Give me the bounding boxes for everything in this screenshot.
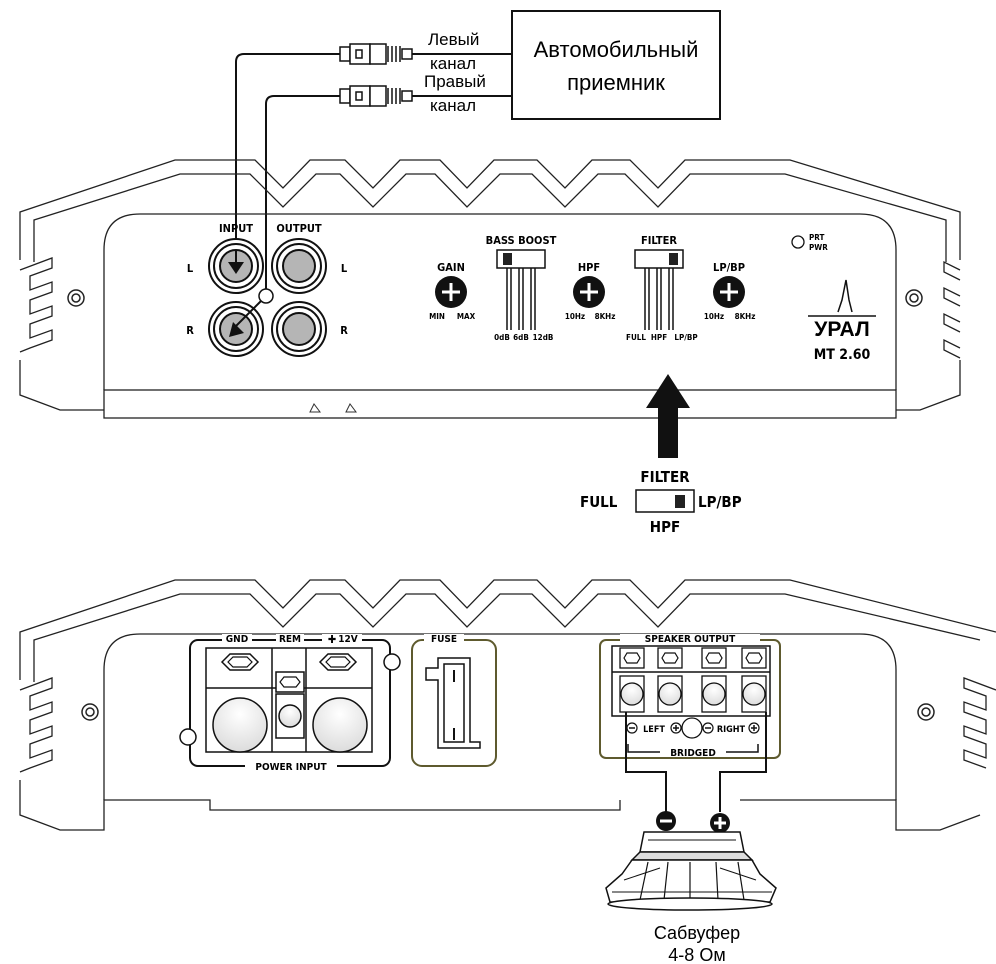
polarity-row [626,717,760,753]
screw-front-right [905,289,923,307]
receiver-label-line2: приемник [567,70,665,95]
lpbp-knob[interactable] [713,276,745,308]
screw-rear-right [917,703,935,721]
right-channel-label-1: Правый [424,72,486,91]
fuse-label: FUSE [431,634,457,645]
filter-detail-title: FILTER [640,468,690,486]
rca-cables [235,53,512,290]
right-channel-cable [265,95,512,290]
filter-hpf: HPF [651,333,667,342]
power-input-block [179,639,401,767]
left-channel-label-2: канал [430,54,476,73]
screw-rear-left [81,703,99,721]
input-label: INPUT [219,222,253,235]
hpf-label: HPF [578,261,600,274]
fuse-block [411,634,497,767]
bass-boost-label: BASS BOOST [486,234,557,247]
car-receiver: Автомобильный приемник [511,10,721,120]
filter-detail-full: FULL [580,493,618,511]
prt-label: PRT [809,233,824,242]
filter-detail-switch[interactable] [635,489,695,513]
speaker-terminals[interactable] [619,647,767,713]
filter-detail-hpf: HPF [650,518,680,536]
amplifier-front-body [19,159,961,419]
rem-label: REM [279,634,301,645]
pwr-label: PWR [809,243,828,252]
subwoofer-label: Сабвуфер [654,923,740,943]
right-channel-label-2: канал [430,96,476,115]
subwoofer [605,811,777,911]
speaker-output-label: SPEAKER OUTPUT [645,634,736,645]
rca-plug-left [339,43,413,65]
bass-boost-6db: 6dB [513,333,529,342]
status-led [791,235,805,249]
bottom-plate-marks [309,403,357,413]
left-channel-label-1: Левый [428,30,479,49]
filter-switch[interactable] [634,249,684,330]
speaker-wires [625,712,767,812]
rca-plug-right [339,85,413,107]
filter-detail-lpbp: LP/BP [698,493,742,511]
lpbp-max-label: 8KHz [735,312,756,321]
screw-front-left [67,289,85,307]
model-label: MT 2.60 [814,347,871,363]
gain-label: GAIN [437,261,465,274]
power-input-labels [222,634,362,771]
bridged-label: BRIDGED [670,748,716,759]
filter-callout-arrow [646,374,690,458]
bass-boost-switch[interactable] [496,249,546,330]
power-input-label: POWER INPUT [255,762,327,773]
cable-arrow-left [228,250,244,274]
gain-knob[interactable] [435,276,467,308]
hpf-min-label: 10Hz [565,312,585,321]
output-l-label: L [341,262,348,275]
hpf-max-label: 8KHz [595,312,616,321]
bass-boost-0db: 0dB [494,333,510,342]
hpf-knob[interactable] [573,276,605,308]
subwoofer-impedance: 4-8 Ом [668,945,725,964]
plus-icon: ✚ [328,633,336,646]
filter-label: FILTER [641,234,677,247]
plus12v-label: 12V [338,634,358,645]
cable-arrow-right [229,288,274,337]
receiver-label-line1: Автомобильный [534,37,699,62]
output-label: OUTPUT [276,222,321,235]
bass-boost-12db: 12dB [533,333,554,342]
input-l-label: L [187,262,194,275]
gain-min-label: MIN [429,312,445,321]
amplifier-rear-body [19,579,996,831]
speaker-right-label: RIGHT [717,725,746,735]
input-r-label: R [186,324,194,337]
speaker-left-label: LEFT [643,725,665,735]
rca-output-left-jack[interactable] [271,238,327,294]
rca-output-right-jack[interactable] [271,301,327,357]
output-r-label: R [340,324,348,337]
lpbp-min-label: 10Hz [704,312,724,321]
ural-logo [808,279,876,317]
left-channel-cable [235,53,512,265]
filter-full: FULL [626,333,646,342]
brand-label: УРАЛ [814,318,869,341]
lpbp-label: LP/BP [713,261,745,274]
filter-lpbp: LP/BP [674,333,697,342]
gnd-label: GND [226,634,248,645]
receiver-box [511,10,721,120]
gain-max-label: MAX [457,312,476,321]
